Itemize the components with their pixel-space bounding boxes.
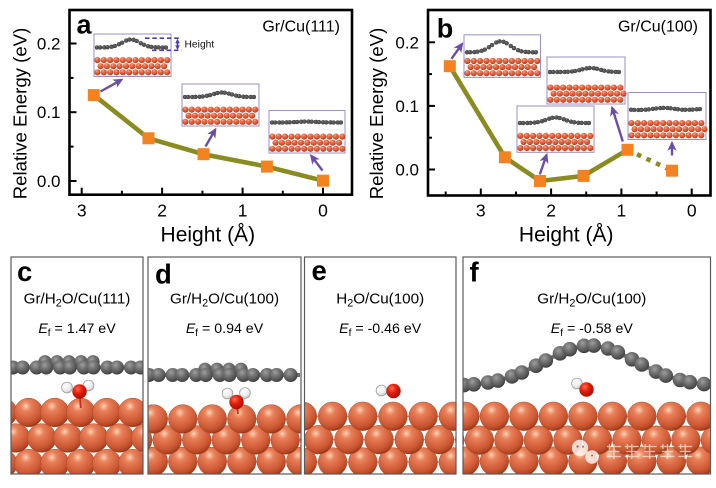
svg-text:Gr/Cu(111): Gr/Cu(111) bbox=[262, 19, 340, 36]
svg-text:2: 2 bbox=[546, 201, 556, 221]
svg-text:Gr/H2O/Cu(100): Gr/H2O/Cu(100) bbox=[537, 290, 646, 309]
svg-text:d: d bbox=[155, 259, 172, 290]
svg-text:3: 3 bbox=[476, 201, 486, 221]
svg-text:0.2: 0.2 bbox=[37, 35, 61, 54]
svg-text:Gr/H2O/Cu(111): Gr/H2O/Cu(111) bbox=[24, 290, 131, 309]
svg-text:a: a bbox=[77, 10, 93, 40]
svg-text:b: b bbox=[437, 14, 454, 44]
svg-text:Ef = 1.47 eV: Ef = 1.47 eV bbox=[38, 321, 116, 339]
svg-text:1: 1 bbox=[238, 201, 248, 221]
svg-text:e: e bbox=[312, 255, 327, 286]
svg-text:0.0: 0.0 bbox=[395, 161, 419, 180]
svg-text:Relative Energy (eV): Relative Energy (eV) bbox=[366, 28, 387, 200]
svg-text:Gr/Cu(100): Gr/Cu(100) bbox=[618, 19, 698, 36]
svg-text:3: 3 bbox=[77, 201, 87, 221]
svg-text:Ef = -0.58 eV: Ef = -0.58 eV bbox=[551, 321, 634, 339]
svg-text:0.1: 0.1 bbox=[395, 97, 419, 116]
svg-text:0: 0 bbox=[318, 201, 328, 221]
svg-text:Height (Å): Height (Å) bbox=[161, 224, 256, 247]
svg-text:Ef = -0.46 eV: Ef = -0.46 eV bbox=[339, 321, 422, 339]
svg-text:Height: Height bbox=[185, 40, 215, 51]
svg-text:Gr/H2O/Cu(100): Gr/H2O/Cu(100) bbox=[170, 290, 279, 309]
svg-text:0: 0 bbox=[687, 201, 697, 221]
svg-text:2: 2 bbox=[157, 201, 167, 221]
svg-text:Height (Å): Height (Å) bbox=[519, 224, 614, 247]
svg-text:Relative Energy (eV): Relative Energy (eV) bbox=[10, 28, 31, 200]
svg-text:1: 1 bbox=[617, 201, 627, 221]
svg-text:Ef = 0.94 eV: Ef = 0.94 eV bbox=[186, 321, 264, 339]
svg-text:0.2: 0.2 bbox=[395, 33, 419, 52]
svg-text:0.1: 0.1 bbox=[37, 103, 61, 122]
svg-text:c: c bbox=[17, 256, 32, 287]
svg-text:f: f bbox=[470, 257, 480, 288]
svg-text:0.0: 0.0 bbox=[37, 172, 61, 191]
